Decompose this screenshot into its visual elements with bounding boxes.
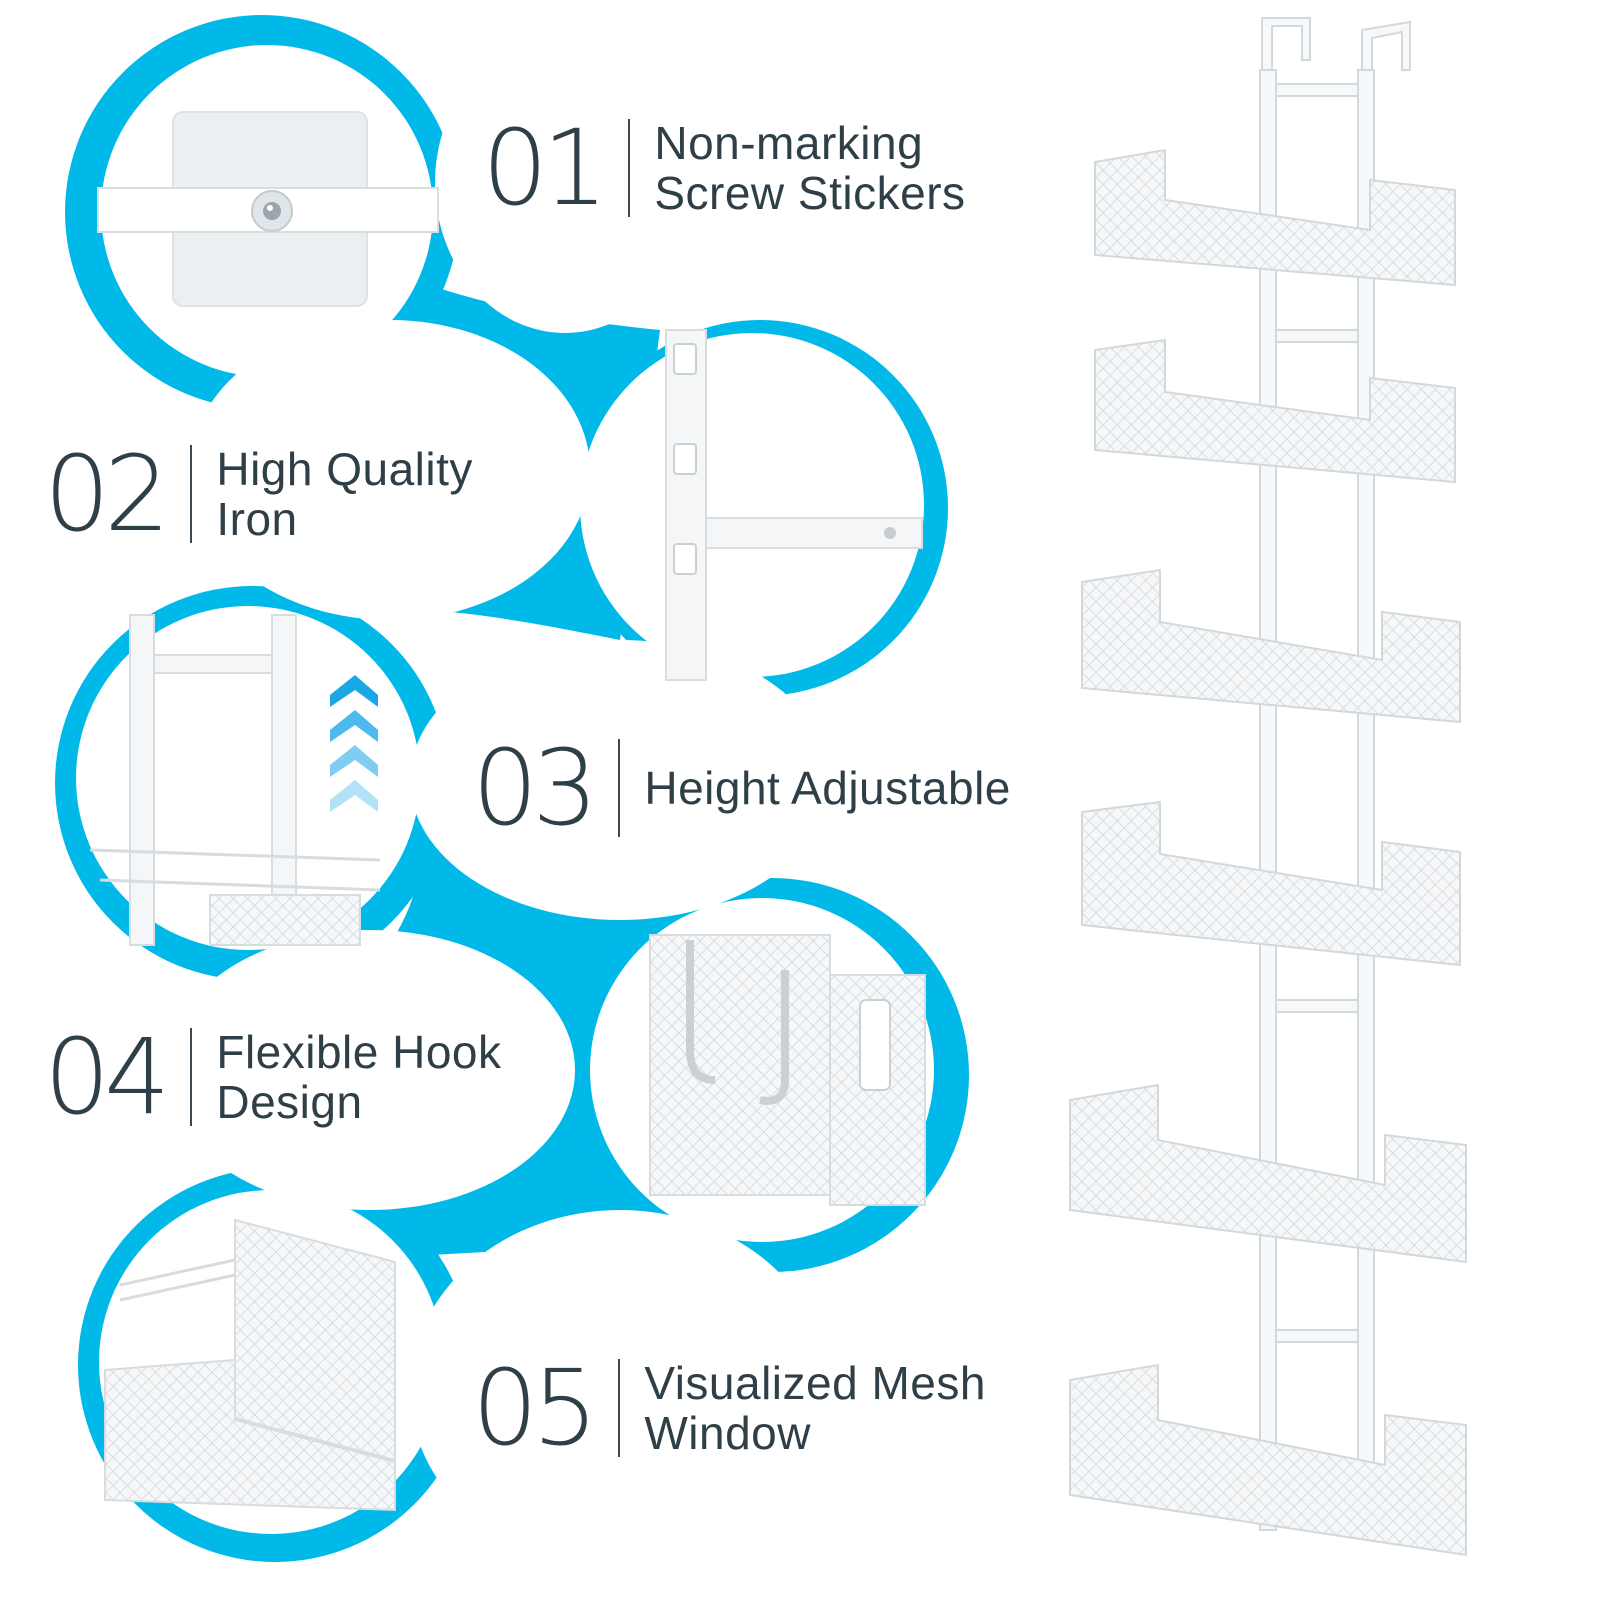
feature-label-line: Flexible Hook [216, 1026, 502, 1078]
rack-basket [1094, 338, 1456, 484]
iron-bracket-icon [580, 329, 924, 681]
feature-label: Height Adjustable [644, 763, 1011, 813]
rack-basket [1081, 800, 1461, 967]
divider [190, 1028, 193, 1126]
feature-label: High Quality Iron [216, 444, 473, 544]
divider [618, 739, 621, 837]
feature-number: 02 [44, 433, 170, 555]
feature-01: 01 Non-marking Screw Stickers [482, 116, 966, 220]
feature-label: Non-marking Screw Stickers [654, 118, 965, 218]
feature-02: 02 High Quality Iron [44, 442, 473, 546]
feature-label-line: Screw Stickers [654, 167, 966, 219]
feature-label-line: Iron [216, 493, 298, 545]
rack-basket [1081, 568, 1461, 724]
feature-03: 03 Height Adjustable [472, 736, 1011, 840]
feature-label-line: Window [644, 1407, 811, 1459]
feature-label-line: Height Adjustable [644, 762, 1011, 814]
feature-label-line: High Quality [216, 443, 473, 495]
feature-04: 04 Flexible Hook Design [44, 1025, 502, 1129]
rack-basket [1069, 1083, 1467, 1264]
feature-number: 04 [44, 1016, 170, 1138]
mesh-basket-icon [99, 1190, 443, 1534]
rack-basket [1069, 1363, 1467, 1557]
feature-05: 05 Visualized Mesh Window [472, 1356, 986, 1460]
feature-label-line: Non-marking [654, 117, 924, 169]
divider [190, 445, 193, 543]
feature-number: 03 [472, 727, 598, 849]
screw-sticker-icon [97, 45, 439, 377]
feature-number: 05 [472, 1347, 598, 1469]
feature-label: Visualized Mesh Window [644, 1358, 986, 1458]
door-organizer-rack [1069, 17, 1467, 1557]
feature-label: Flexible Hook Design [216, 1027, 501, 1127]
feature-label-line: Design [216, 1076, 363, 1128]
up-chevrons-icon [76, 606, 420, 950]
feature-label-line: Visualized Mesh [644, 1357, 986, 1409]
rack-basket [1094, 148, 1456, 287]
hook-icon [590, 898, 934, 1242]
divider [618, 1359, 621, 1457]
feature-number: 01 [482, 107, 608, 229]
divider [628, 119, 631, 217]
chain-cutouts [165, 33, 830, 1570]
